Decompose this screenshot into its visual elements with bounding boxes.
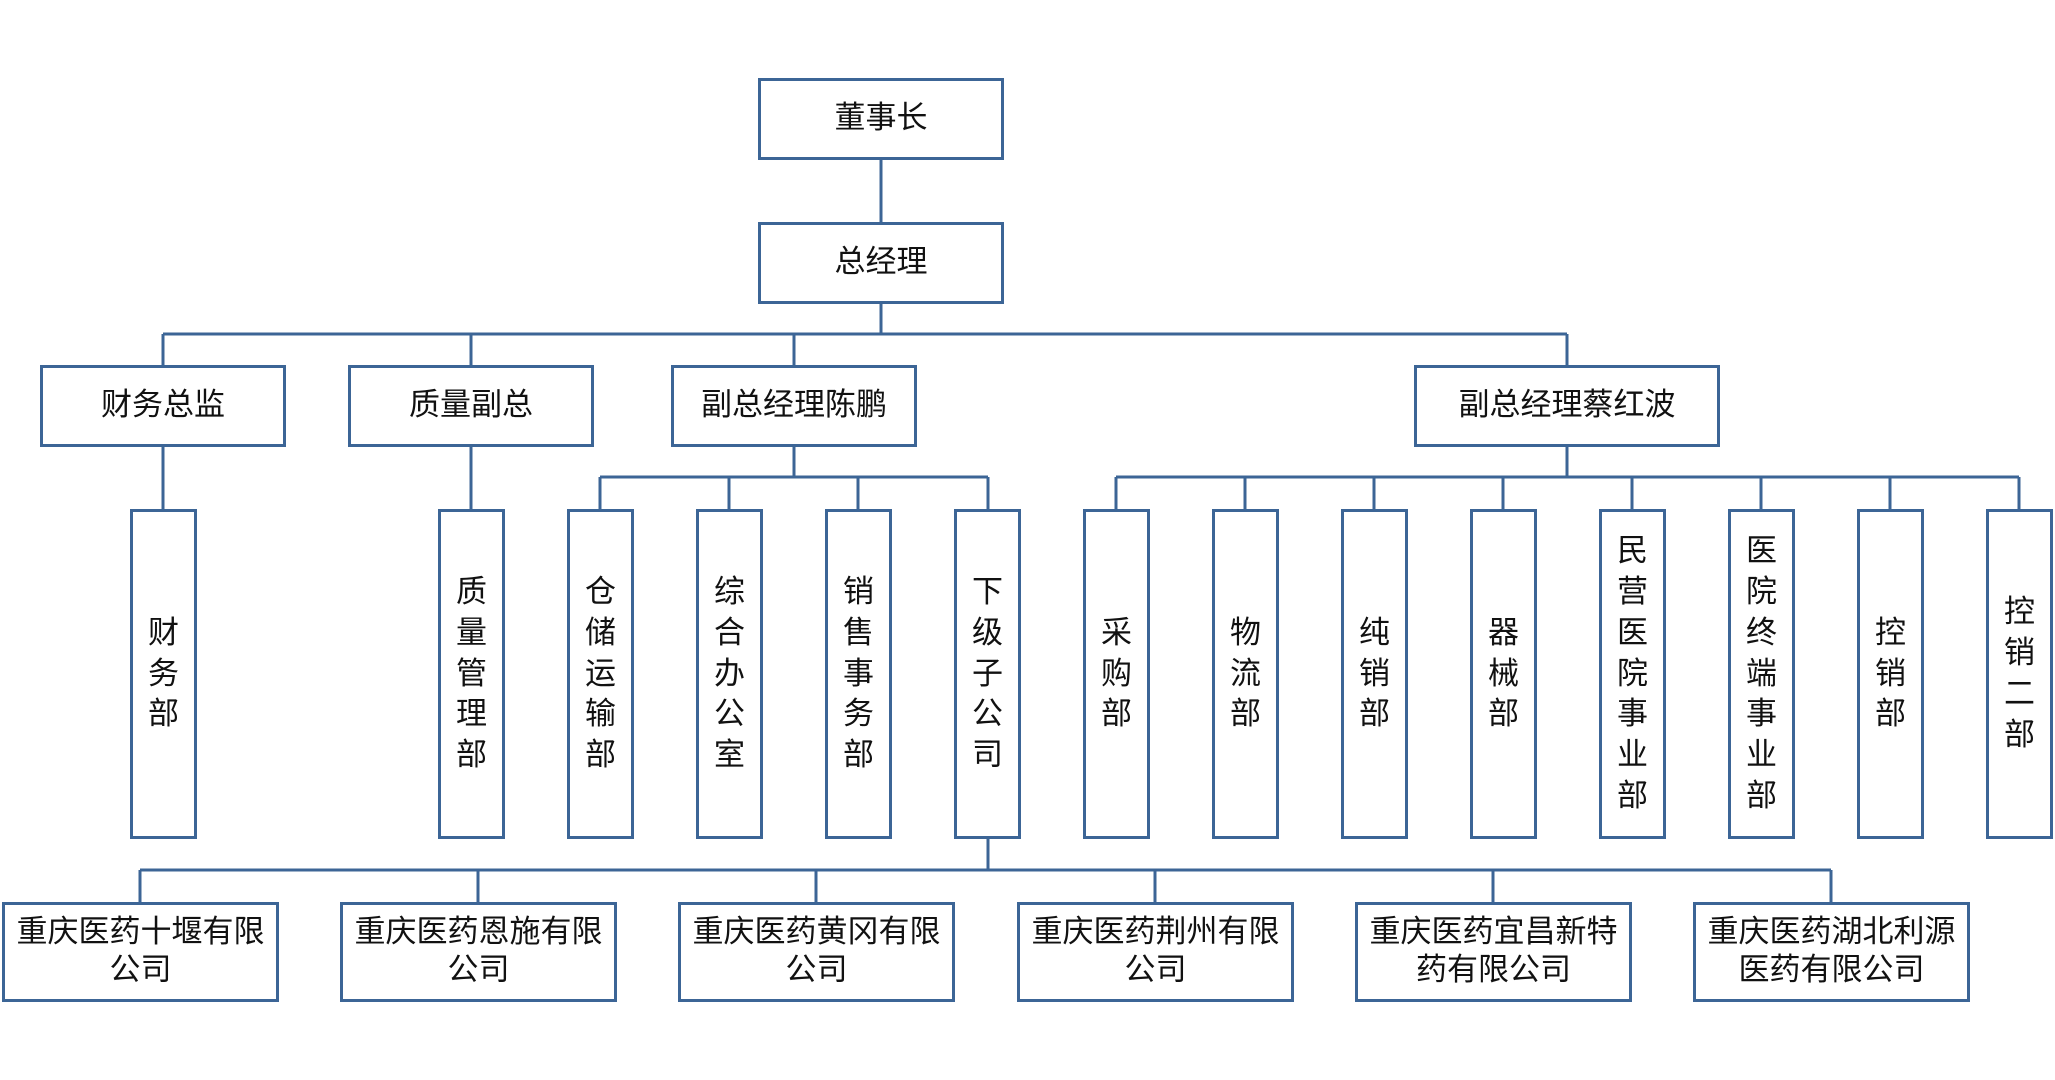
dept-subsidiaries: 下级子公司	[954, 509, 1021, 839]
dept-private-hospital-label: 民营医院事业部	[1616, 532, 1648, 815]
subsidiary-yichang: 重庆医药宜昌新特药有限公司	[1355, 902, 1632, 1002]
dept-finance-label: 财务部	[147, 614, 179, 733]
dept-sales-affairs-label: 销售事务部	[842, 573, 874, 774]
vp-chen-label: 副总经理陈鹏	[701, 387, 887, 424]
dept-controlled-sales-label: 控销部	[1874, 614, 1906, 733]
dept-equipment-label: 器械部	[1487, 614, 1519, 733]
dept-logistics-label: 物流部	[1229, 614, 1261, 733]
vp-chen-box: 副总经理陈鹏	[671, 365, 917, 447]
dept-controlled-sales-2-label: 控销二部	[2003, 594, 2035, 753]
dept-logistics: 物流部	[1212, 509, 1279, 839]
dept-finance: 财务部	[130, 509, 197, 839]
subsidiary-jingzhou: 重庆医药荆州有限公司	[1017, 902, 1294, 1002]
subsidiary-liyuan: 重庆医药湖北利源医药有限公司	[1693, 902, 1970, 1002]
subsidiary-huanggang: 重庆医药黄冈有限公司	[678, 902, 955, 1002]
dept-equipment: 器械部	[1470, 509, 1537, 839]
dept-private-hospital: 民营医院事业部	[1599, 509, 1666, 839]
dept-sales-affairs: 销售事务部	[825, 509, 892, 839]
dept-direct-sales-label: 纯销部	[1358, 614, 1390, 733]
dept-general-office-label: 综合办公室	[713, 573, 745, 774]
dept-purchasing: 采购部	[1083, 509, 1150, 839]
general-manager-box: 总经理	[758, 222, 1004, 304]
chairman-label: 董事长	[834, 100, 928, 137]
dept-controlled-sales: 控销部	[1857, 509, 1924, 839]
dept-quality-management-label: 质量管理部	[455, 573, 487, 774]
dept-hospital-terminal: 医院终端事业部	[1728, 509, 1795, 839]
cfo-label: 财务总监	[101, 387, 225, 424]
subsidiary-yichang-label: 重庆医药宜昌新特药有限公司	[1369, 914, 1618, 988]
subsidiary-enshi-label: 重庆医药恩施有限公司	[354, 914, 603, 988]
vp-cai-box: 副总经理蔡红波	[1414, 365, 1720, 447]
dept-warehouse-transport-label: 仓储运输部	[584, 573, 616, 774]
dept-direct-sales: 纯销部	[1341, 509, 1408, 839]
dept-purchasing-label: 采购部	[1100, 614, 1132, 733]
general-manager-label: 总经理	[834, 244, 928, 281]
subsidiary-jingzhou-label: 重庆医药荆州有限公司	[1031, 914, 1280, 988]
dept-controlled-sales-2: 控销二部	[1986, 509, 2053, 839]
dept-warehouse-transport: 仓储运输部	[567, 509, 634, 839]
dept-subsidiaries-label: 下级子公司	[971, 573, 1003, 774]
dept-general-office: 综合办公室	[696, 509, 763, 839]
quality-vp-box: 质量副总	[348, 365, 594, 447]
cfo-box: 财务总监	[40, 365, 286, 447]
subsidiary-enshi: 重庆医药恩施有限公司	[340, 902, 617, 1002]
quality-vp-label: 质量副总	[409, 387, 533, 424]
chairman-box: 董事长	[758, 78, 1004, 160]
dept-quality-management: 质量管理部	[438, 509, 505, 839]
subsidiary-huanggang-label: 重庆医药黄冈有限公司	[692, 914, 941, 988]
subsidiary-liyuan-label: 重庆医药湖北利源医药有限公司	[1707, 914, 1956, 988]
dept-hospital-terminal-label: 医院终端事业部	[1745, 532, 1777, 815]
subsidiary-shiyan-label: 重庆医药十堰有限公司	[16, 914, 265, 988]
subsidiary-shiyan: 重庆医药十堰有限公司	[2, 902, 279, 1002]
vp-cai-label: 副总经理蔡红波	[1458, 387, 1676, 424]
